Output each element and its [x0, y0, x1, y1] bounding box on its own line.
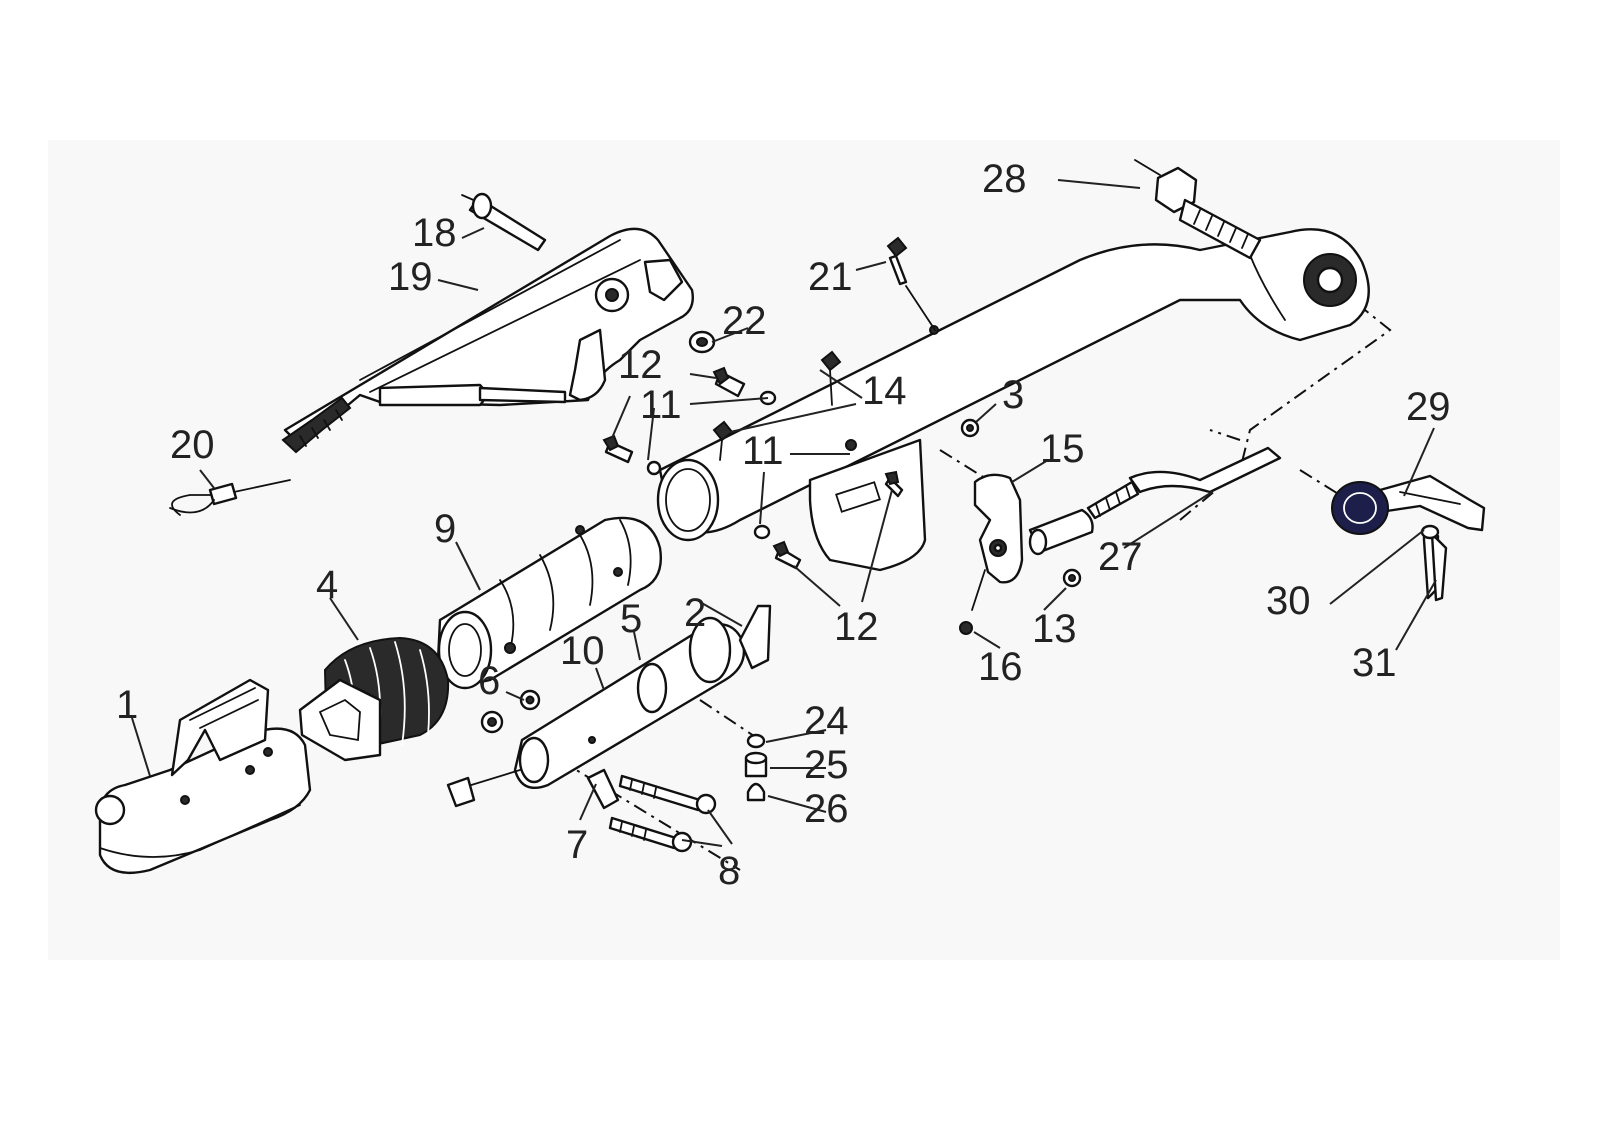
part-28-bolt: [1134, 159, 1262, 260]
part-16-nut: [959, 569, 986, 635]
leader-27: [1123, 491, 1213, 549]
leader-22: [711, 327, 749, 343]
part-10-damper-tube: [446, 604, 772, 808]
callout-16: 16: [978, 645, 1023, 689]
leader-29: [1403, 427, 1435, 497]
leader-5: [633, 631, 641, 661]
callout-14: 14: [862, 369, 907, 413]
callout-26: 26: [804, 787, 849, 831]
callout-labels: 1 2 3 4 5 6 7 8 9 10 11 11 12 12 13 14 1…: [116, 157, 1451, 893]
leader-16: [973, 631, 1001, 649]
leader-11b: [759, 453, 850, 525]
part-27-spring-rod: [1086, 446, 1282, 520]
leader-11a: [647, 397, 769, 461]
part-6-nuts: [480, 689, 541, 734]
callout-13: 13: [1032, 607, 1077, 651]
callout-9: 9: [434, 507, 456, 551]
leader-4: [329, 597, 359, 641]
callout-12a: 12: [618, 343, 663, 387]
leader-2: [699, 601, 743, 627]
leader-9: [455, 541, 481, 591]
callout-5: 5: [620, 597, 642, 641]
part-21-screw: [886, 236, 936, 331]
callout-24: 24: [804, 699, 849, 743]
leader-7: [579, 783, 597, 821]
leader-14: [729, 369, 863, 433]
part-26-cap: [746, 782, 766, 802]
callout-15: 15: [1040, 427, 1085, 471]
callout-20: 20: [170, 423, 215, 467]
callout-11a: 11: [640, 383, 682, 427]
callout-29: 29: [1406, 385, 1451, 429]
leader-lines: [131, 179, 1437, 847]
part-31-keys: [1420, 524, 1448, 602]
handbrake-lever: [281, 227, 694, 454]
callout-27: 27: [1098, 535, 1143, 579]
leader-31: [1395, 579, 1437, 651]
part-3-nut: [960, 418, 980, 438]
part-15-lever-plate: [973, 473, 1094, 584]
leader-20: [199, 469, 215, 489]
leader-21: [855, 261, 887, 271]
callout-28: 28: [982, 157, 1027, 201]
callout-12b: 12: [834, 605, 879, 649]
callout-11b: 11: [742, 429, 784, 473]
callout-8: 8: [718, 849, 740, 893]
leader-8: [681, 809, 733, 847]
callout-2: 2: [684, 591, 706, 635]
leader-6: [505, 691, 525, 701]
part-18-pin: [461, 192, 547, 252]
leader-30: [1329, 529, 1425, 605]
leader-3: [975, 403, 997, 423]
callout-25: 25: [804, 743, 849, 787]
part-25-bushing: [744, 751, 768, 778]
part-22-washer: [688, 330, 716, 354]
part-9-sleeve: [436, 516, 662, 690]
callout-7: 7: [566, 823, 588, 867]
part-12-bolt-upper: [602, 366, 777, 476]
callout-30: 30: [1266, 579, 1311, 623]
leader-13: [1043, 587, 1067, 611]
leader-1: [131, 717, 151, 777]
leader-26: [767, 795, 827, 813]
leader-24: [765, 729, 827, 743]
part-29-handle: [1378, 474, 1486, 532]
part-30-lock-cylinder: [1331, 481, 1389, 535]
callout-4: 4: [316, 563, 338, 607]
callout-18: 18: [412, 211, 457, 255]
callout-31: 31: [1352, 641, 1397, 685]
callout-6: 6: [478, 659, 500, 703]
centerline-handle: [1209, 429, 1341, 496]
callout-22: 22: [722, 299, 767, 343]
callout-1: 1: [116, 683, 138, 727]
part-7-bushing: [586, 768, 620, 810]
leader-12a: [611, 373, 717, 439]
drawbar-arm: [656, 228, 1370, 542]
callout-21: 21: [808, 255, 853, 299]
part-1-coupling-head: [94, 678, 312, 875]
callout-10: 10: [560, 629, 605, 673]
leader-10: [595, 667, 605, 691]
bracket-slot: [835, 481, 881, 513]
leader-18: [461, 227, 485, 239]
part-8-bolts: [608, 774, 717, 853]
part-13-nut: [1062, 568, 1082, 588]
part-4-bellows: [298, 636, 450, 762]
leader-28: [1057, 179, 1141, 189]
callout-19: 19: [388, 255, 433, 299]
part-20-breakaway-cable: [169, 479, 291, 516]
leader-15: [1011, 459, 1049, 483]
leader-12b: [793, 489, 893, 607]
leader-19: [437, 279, 479, 291]
part-24-washer: [746, 733, 766, 749]
callout-3: 3: [1002, 373, 1024, 417]
